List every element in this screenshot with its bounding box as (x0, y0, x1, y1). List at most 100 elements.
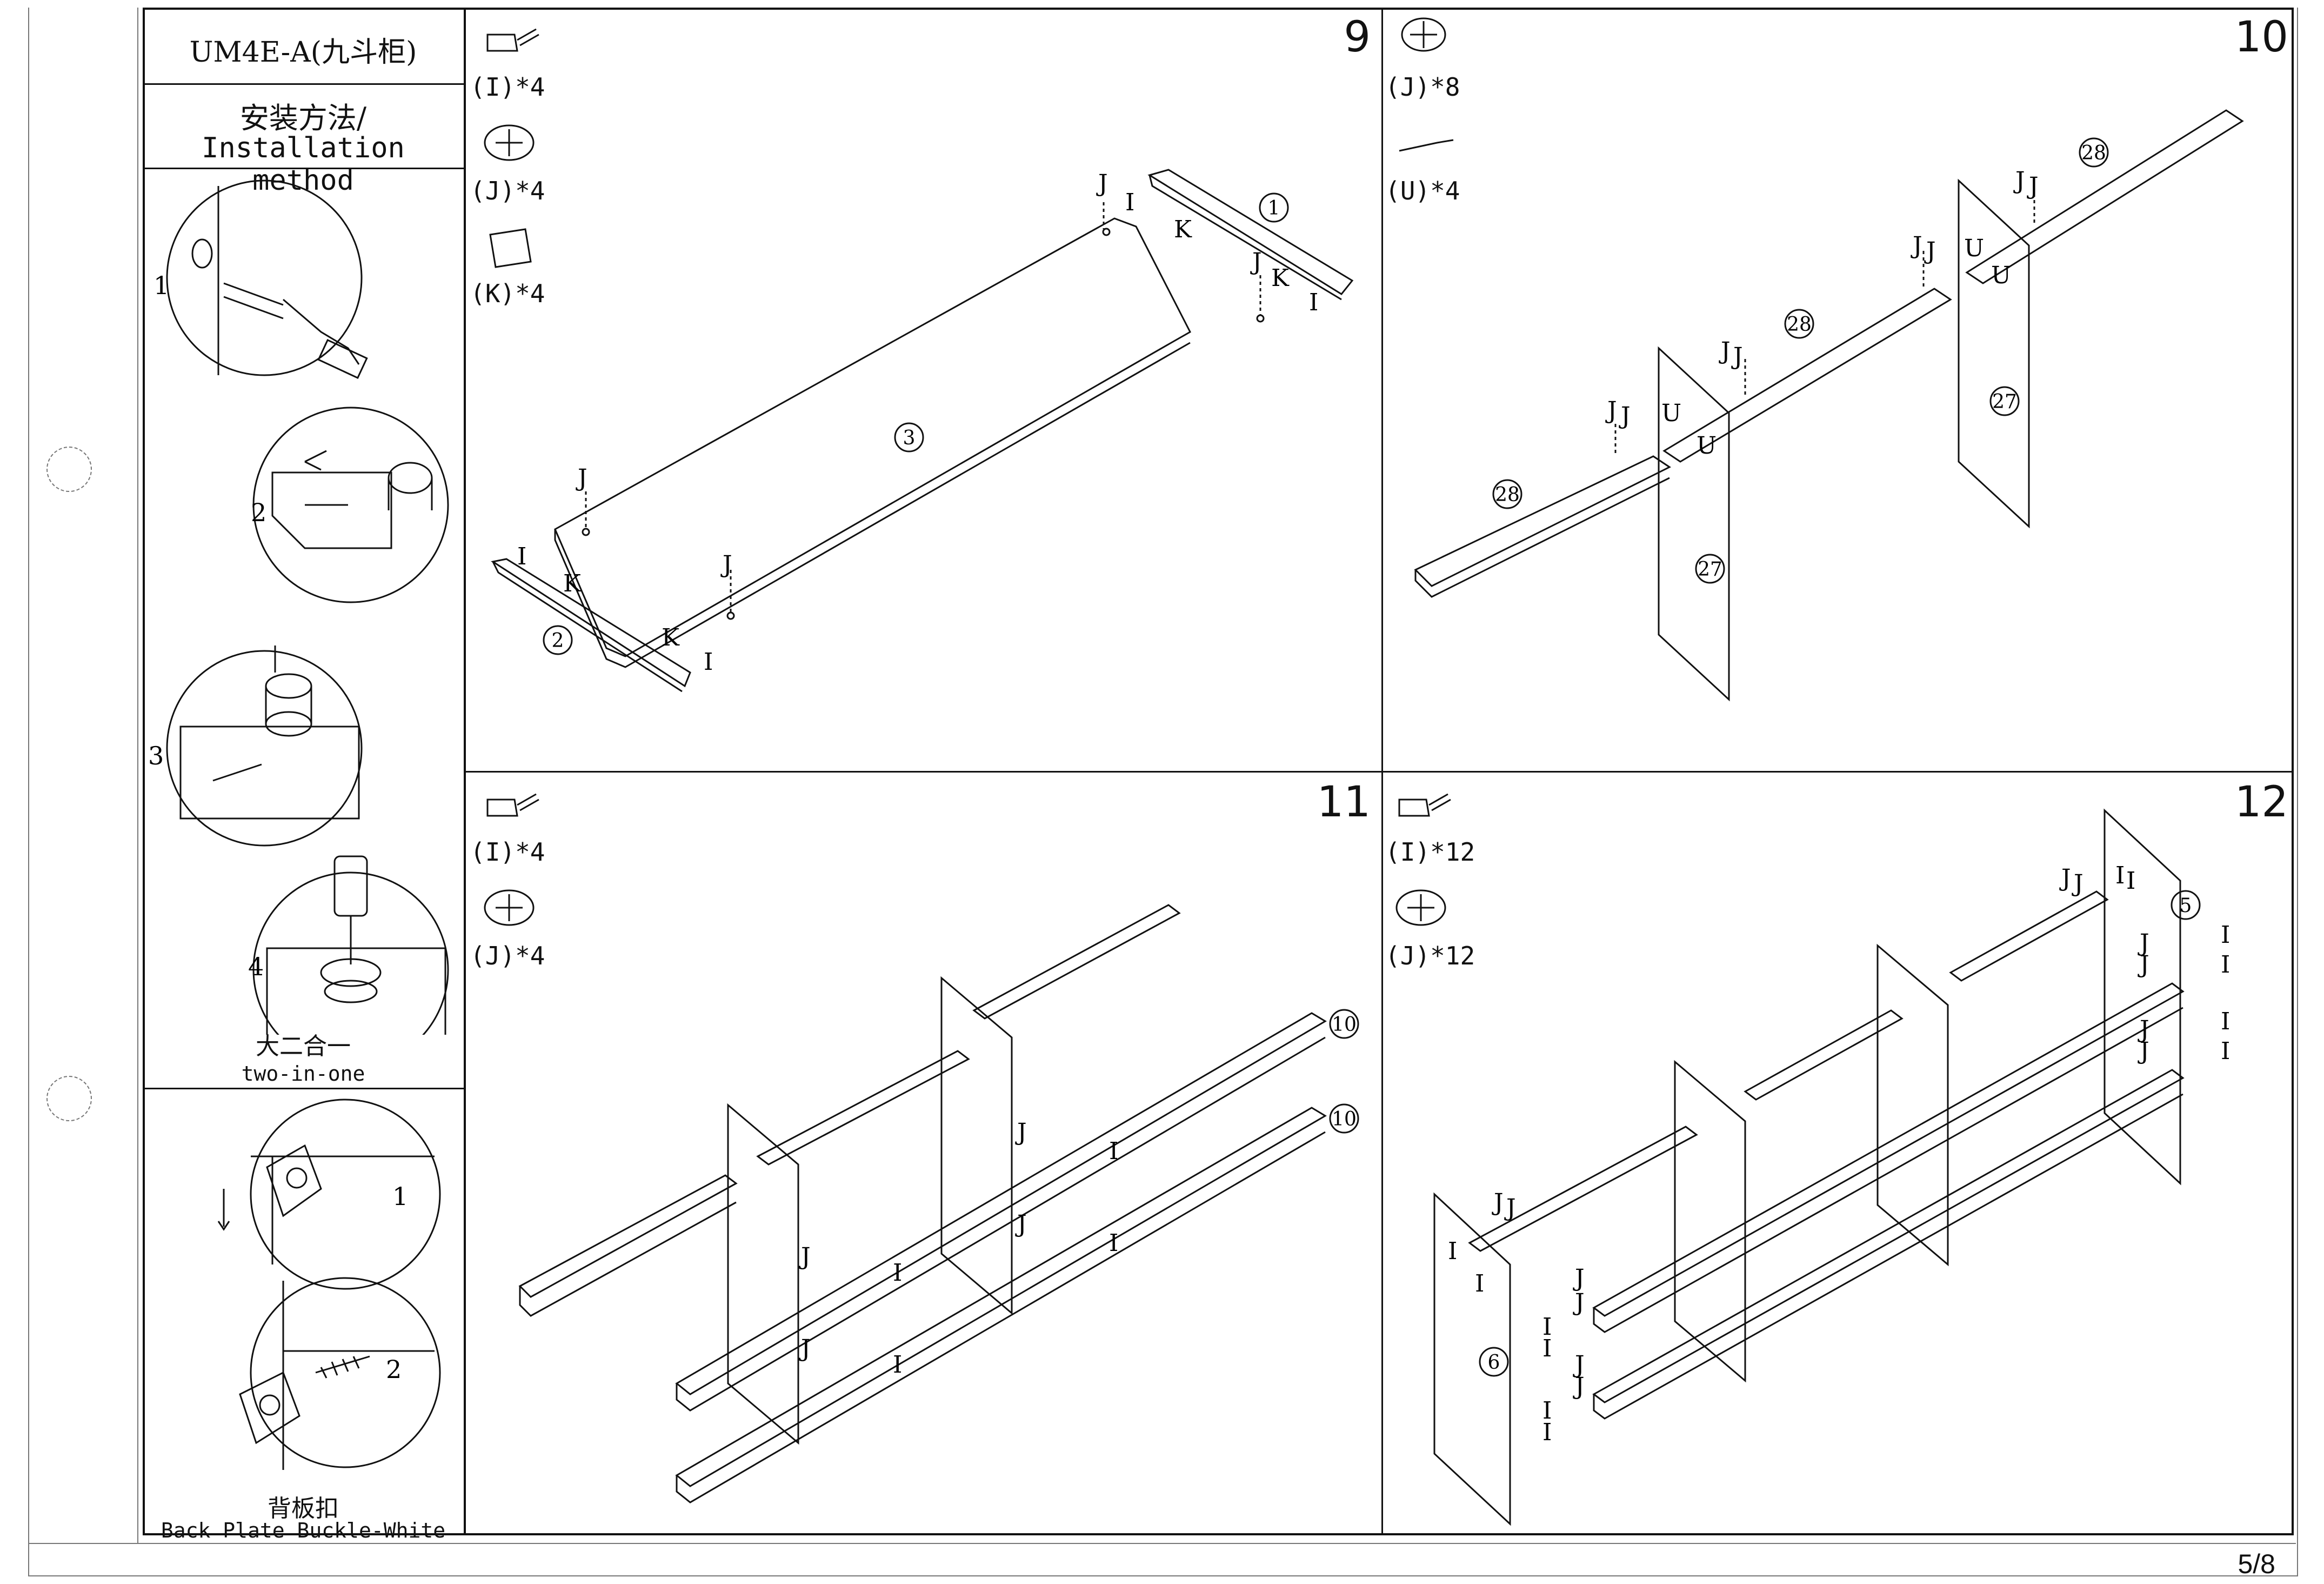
step-11-label-J3: J (799, 1243, 811, 1270)
step-9-label-K3: K (563, 570, 582, 597)
step-12-label-J11: J (1573, 1351, 1585, 1379)
step-10-label-U4: U (1697, 432, 1717, 460)
step-11-label-J4: J (799, 1335, 811, 1362)
step-12-number: 12 (2234, 778, 2288, 827)
step-11-part-1: (I)*4 (470, 837, 545, 867)
buckle-caption-cn: 背板扣 (268, 1495, 339, 1522)
step-9-label-K2: K (1271, 264, 1290, 292)
step-11-drawing: J I J I J I J I 10 10 (484, 793, 1359, 1503)
step-9-number: 9 (1344, 13, 1371, 62)
step-12-panel-6: 6 (1488, 1352, 1500, 1374)
step-9-panel: 9 (I)*4 (J)*4 (K)*4 (466, 8, 1381, 771)
step-12-label-J6: J (2138, 1037, 2149, 1065)
footer-line (28, 1543, 2296, 1544)
cam-step-label-4: 4 (248, 952, 264, 981)
step-9-panel-3: 3 (903, 427, 916, 449)
step-10-label-J7: J (1605, 397, 1617, 424)
step-11-panel-10b: 10 (1332, 1108, 1357, 1130)
margin-line (137, 8, 138, 1543)
step-9-panel-2: 2 (552, 630, 564, 652)
outer-frame (28, 8, 2298, 1576)
cam-step-label-1: 1 (153, 271, 169, 300)
step-12-label-I6: I (2221, 1037, 2230, 1065)
step-10-panel-28c: 28 (1495, 484, 1520, 506)
step-12-part-2: (J)*12 (1385, 941, 1475, 970)
two-in-one-en: two-in-one (241, 1062, 365, 1086)
step-12-label-I7: I (1448, 1237, 1457, 1265)
step-10-panel-27b: 27 (1992, 391, 2017, 413)
step-10-panel-27a: 27 (1698, 558, 1722, 581)
step-12-label-I10: I (1542, 1335, 1552, 1362)
binder-hole-bottom (46, 1076, 92, 1121)
step-9-label-I4: I (704, 648, 713, 676)
step-12-label-J10: J (1573, 1289, 1585, 1316)
buckle-step-label-1: 1 (392, 1182, 408, 1211)
step-12-label-I2: I (2126, 867, 2135, 895)
step-10-label-J6: J (1731, 343, 1743, 370)
step-10-label-U3: U (1661, 400, 1681, 427)
step-9-label-I1: I (1125, 189, 1134, 216)
buckle-caption-en: Back Plate Buckle-White (161, 1519, 446, 1542)
sidebar: UM4E-A(九斗柜) 安装方法/ Installation method (143, 8, 466, 1542)
step-10-part-2: (U)*4 (1385, 176, 1460, 205)
step-9-label-K1: K (1174, 216, 1192, 243)
step-12-label-I3: I (2221, 921, 2230, 949)
sidebar-divider-3 (143, 1088, 464, 1089)
step-12-drawing: J J I I J I J I J I J I J J I I J J I I (1395, 793, 2230, 1526)
grid-horizontal-divider (466, 771, 2294, 773)
step-11-panel-10a: 10 (1332, 1014, 1357, 1036)
step-11-panel: 11 (I)*4 (J)*4 (466, 773, 1381, 1535)
two-in-one-cn: 大二合一 (256, 1033, 351, 1060)
step-10-label-U1: U (1964, 235, 1984, 262)
step-9-label-I3: I (517, 543, 526, 570)
step-12-label-I12: I (1542, 1419, 1552, 1446)
step-12-label-J2: J (2072, 870, 2083, 897)
method-title-cn: 安装方法/ (239, 101, 367, 135)
step-9-label-J1: J (1096, 170, 1108, 197)
step-11-label-I4: I (893, 1351, 902, 1379)
step-12-panel-5: 5 (2180, 895, 2192, 917)
step-9-label-J4: J (720, 551, 732, 578)
back-plate-buckle-illustration: 1 2 (217, 1099, 441, 1470)
step-10-part-1: (J)*8 (1385, 72, 1460, 102)
step-12-label-J8: J (1504, 1194, 1516, 1222)
step-10-label-J1: J (2013, 167, 2025, 195)
cam-step-label-3: 3 (148, 741, 164, 770)
binder-hole-top (46, 447, 92, 492)
step-10-label-J4: J (1924, 237, 1936, 265)
step-10-label-J2: J (2027, 172, 2039, 200)
step-10-drawing: J J U U J J J J U U J J 28 28 28 27 27 (1399, 17, 2244, 702)
step-9-label-K4: K (662, 624, 680, 651)
step-9-drawing: J I K J K I J I K K I J 1 3 2 (484, 28, 1354, 693)
step-10-panel-28a: 28 (2081, 142, 2106, 164)
step-11-label-I3: I (893, 1259, 902, 1287)
step-9-part-2: (J)*4 (470, 176, 545, 205)
step-11-label-J2: J (1015, 1210, 1027, 1238)
step-9-panel-1: 1 (1268, 197, 1280, 219)
cam-step-label-2: 2 (251, 498, 266, 527)
step-10-number: 10 (2234, 13, 2288, 62)
step-12-label-J3: J (2138, 929, 2149, 957)
step-12-label-J9: J (1573, 1264, 1585, 1292)
step-9-label-I2: I (1309, 289, 1318, 316)
step-11-label-I2: I (1109, 1229, 1118, 1257)
step-11-number: 11 (1317, 778, 1371, 827)
buckle-step-label-2: 2 (386, 1355, 402, 1384)
step-12-label-I5: I (2221, 1008, 2230, 1035)
step-12-label-I1: I (2115, 862, 2125, 889)
step-12-label-J7: J (1492, 1189, 1504, 1216)
step-9-label-J2: J (1250, 248, 1262, 276)
step-9-label-J3: J (576, 464, 587, 492)
step-12-part-1: (I)*12 (1385, 837, 1475, 867)
step-12-label-J4: J (2138, 951, 2149, 979)
sidebar-divider-1 (143, 83, 464, 85)
step-10-label-J3: J (1911, 232, 1922, 259)
step-10-label-U2: U (1991, 262, 2011, 289)
step-12-label-I8: I (1475, 1270, 1484, 1297)
step-12-label-I4: I (2221, 951, 2230, 979)
step-11-label-J1: J (1015, 1119, 1027, 1146)
step-12-label-J12: J (1573, 1373, 1585, 1400)
step-12-label-I9: I (1542, 1313, 1552, 1341)
step-12-label-J5: J (2138, 1016, 2149, 1043)
